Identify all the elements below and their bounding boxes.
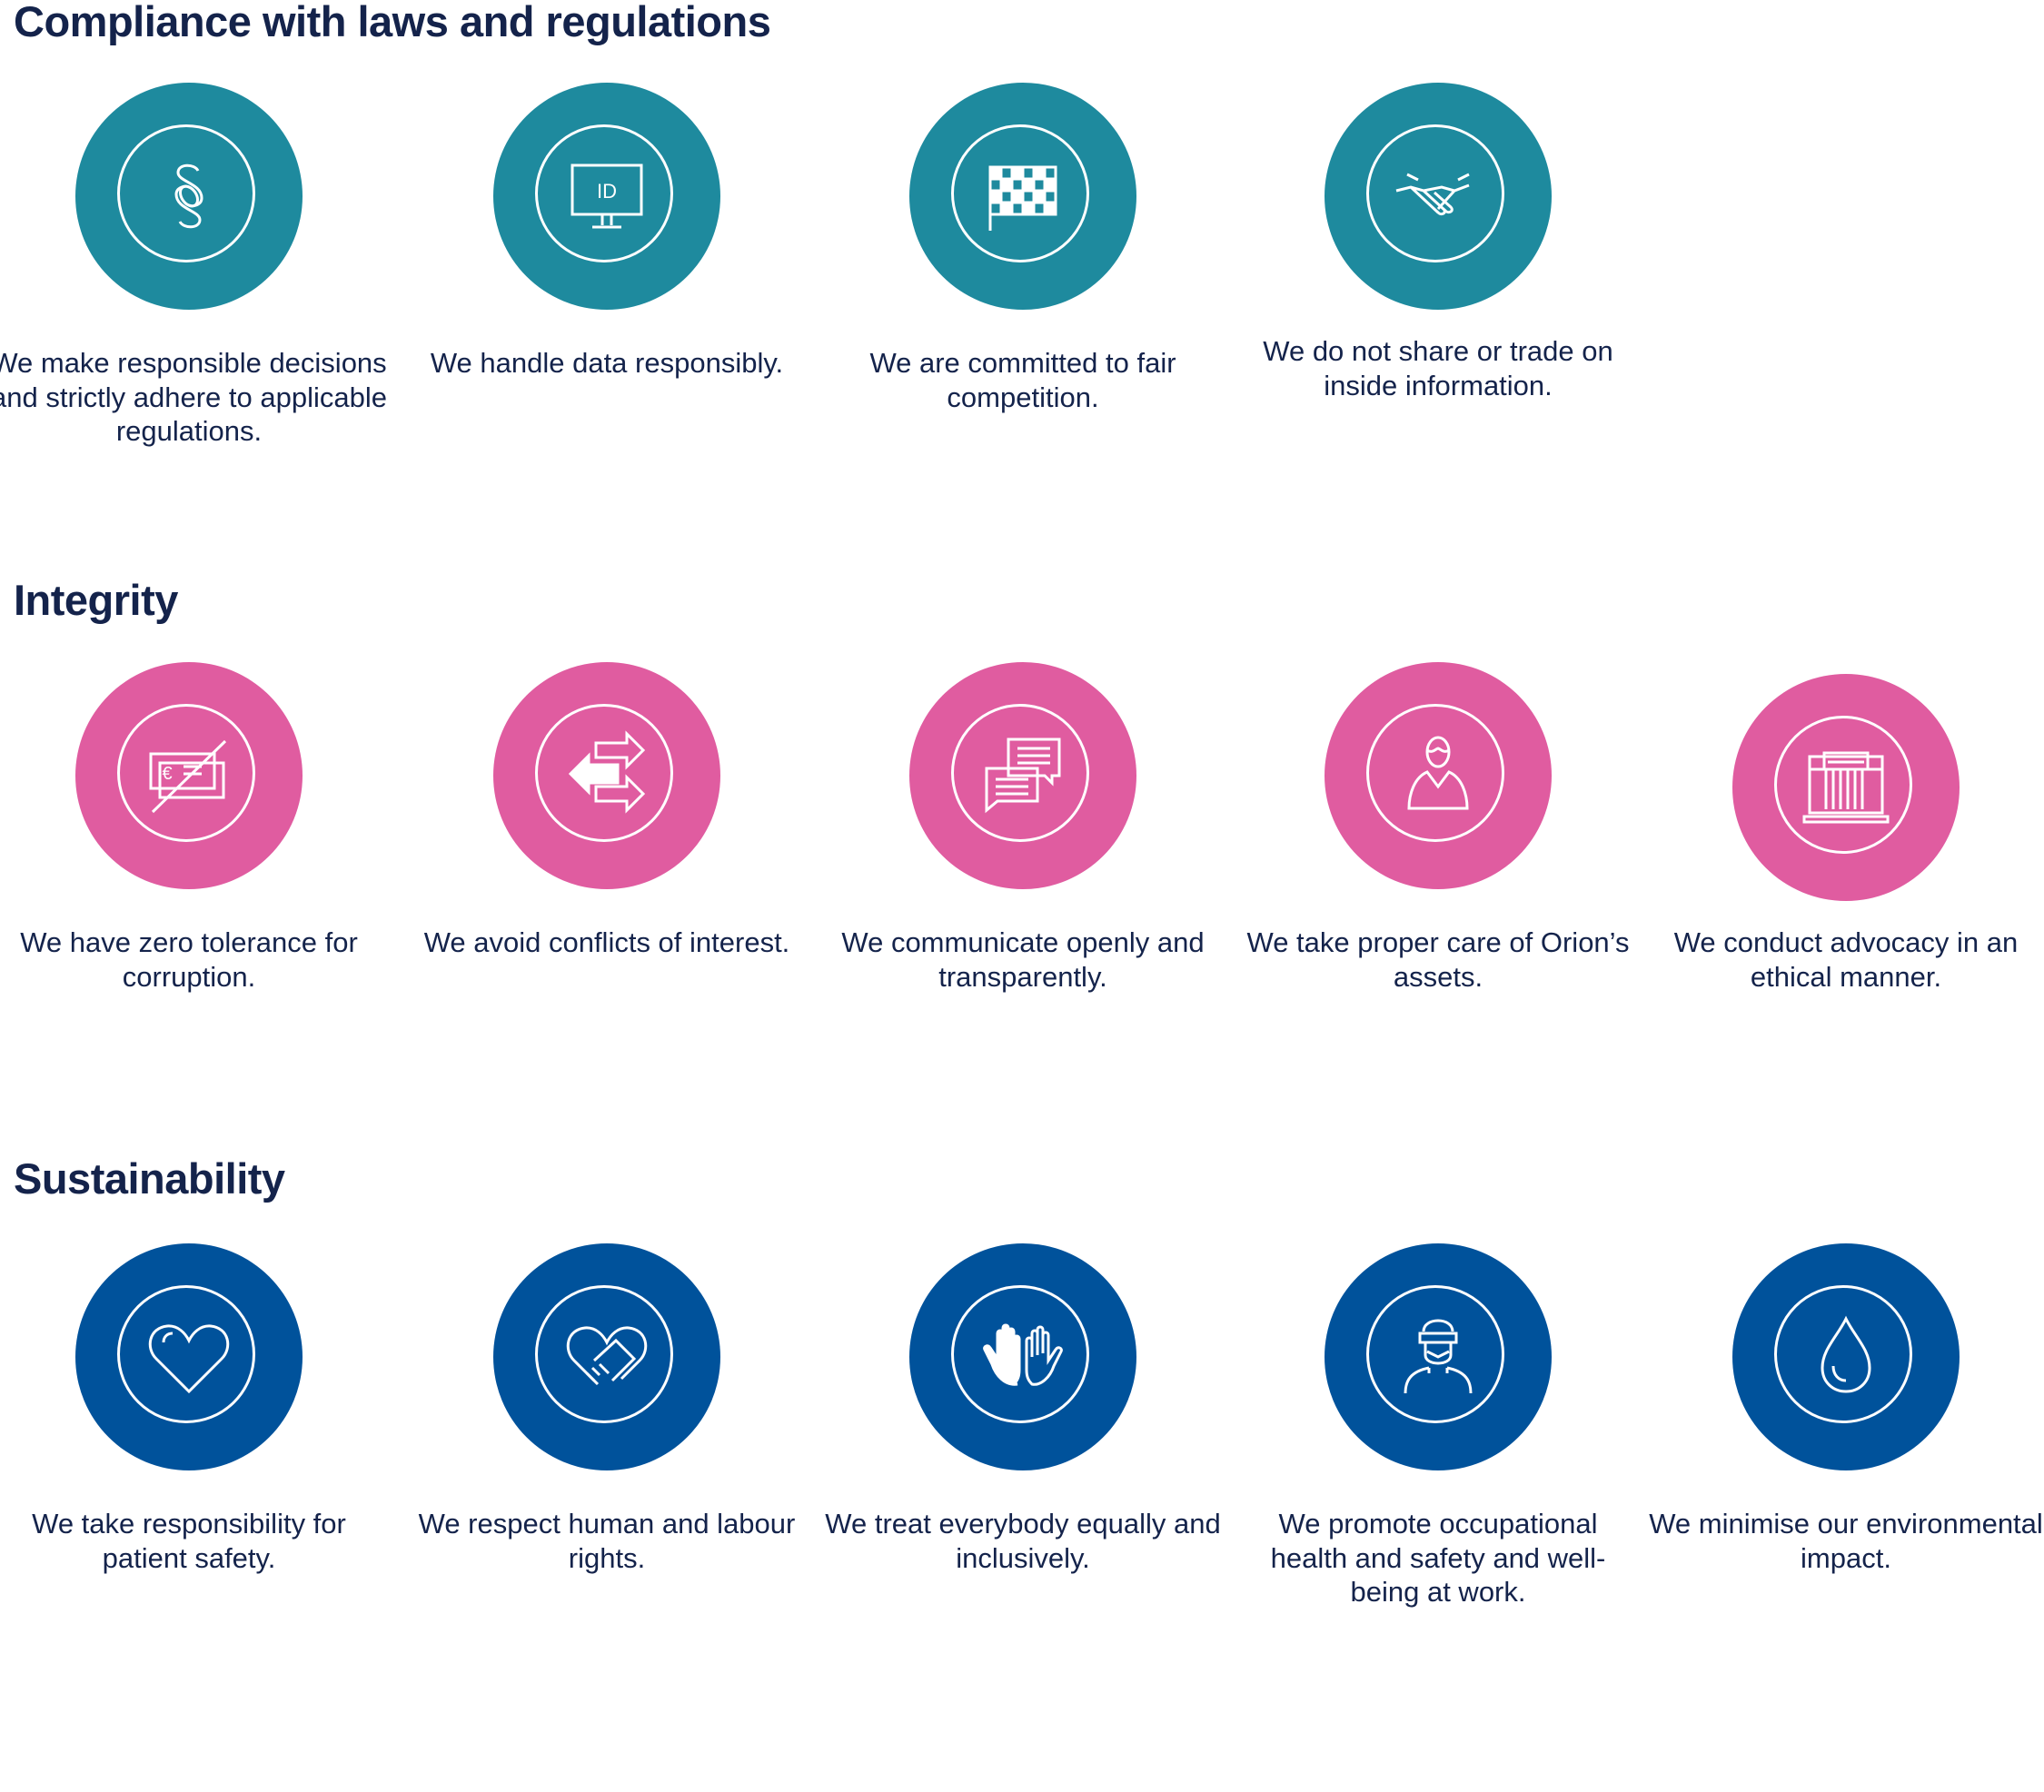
section-heading-integrity: Integrity xyxy=(14,576,178,624)
value-text: We minimise our environmental impact. xyxy=(1649,1508,2043,1574)
value-text: We promote occupational health and safet… xyxy=(1270,1508,1606,1608)
section-sign-icon xyxy=(75,83,303,310)
svg-text:€: € xyxy=(162,764,172,784)
value-text: We make responsible decisions and strict… xyxy=(0,347,387,447)
svg-text:ID: ID xyxy=(597,180,617,203)
heart-handshake-icon xyxy=(493,1243,720,1470)
monitor-id-icon: ID xyxy=(493,83,720,310)
value-text: We communicate openly and transparently. xyxy=(841,926,1205,993)
masked-worker-icon xyxy=(1325,1243,1552,1470)
parliament-building-icon xyxy=(1732,674,1960,901)
section-heading-sustainability: Sustainability xyxy=(14,1154,285,1203)
person-icon xyxy=(1325,662,1552,889)
checkered-flag-icon xyxy=(909,83,1136,310)
heart-icon xyxy=(75,1243,303,1470)
value-text: We have zero tolerance for corruption. xyxy=(20,926,358,993)
value-text: We do not share or trade on inside infor… xyxy=(1263,335,1613,401)
section-heading-compliance: Compliance with laws and regulations xyxy=(14,0,771,45)
opposing-arrows-icon xyxy=(493,662,720,889)
crossed-out-cheque-icon: € xyxy=(75,662,303,889)
value-text: We take proper care of Orion’s assets. xyxy=(1246,926,1630,993)
value-text: We conduct advocacy in an ethical manner… xyxy=(1673,926,2019,993)
speech-bubbles-icon xyxy=(909,662,1136,889)
value-text: We treat everybody equally and inclusive… xyxy=(825,1508,1221,1574)
value-text: We avoid conflicts of interest. xyxy=(423,926,790,958)
handshake-icon xyxy=(1325,83,1552,310)
value-text: We handle data responsibly. xyxy=(430,347,784,379)
value-text: We are committed to fair competition. xyxy=(869,347,1176,413)
water-drop-icon xyxy=(1732,1243,1960,1470)
value-text: We respect human and labour rights. xyxy=(418,1508,796,1574)
raised-hands-icon xyxy=(909,1243,1136,1470)
value-text: We take responsibility for patient safet… xyxy=(32,1508,346,1574)
